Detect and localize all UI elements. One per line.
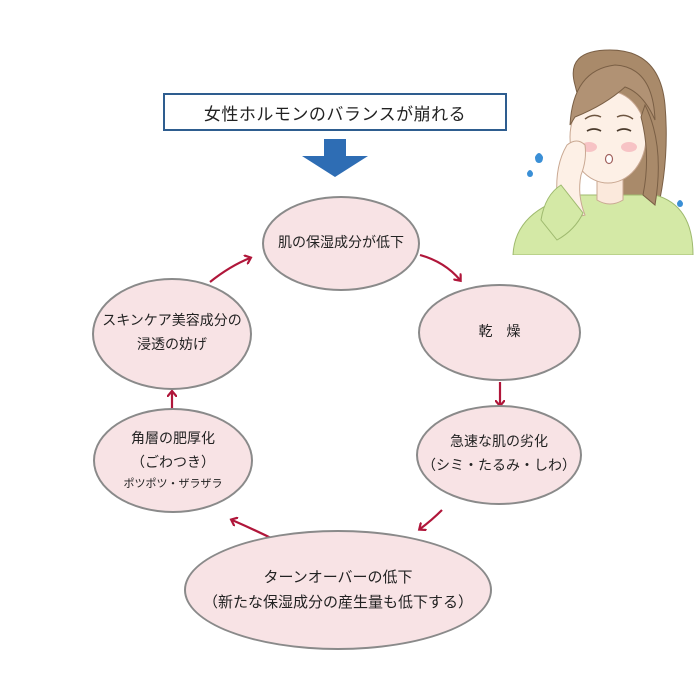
node-label: スキンケア美容成分の xyxy=(102,313,242,330)
arrow-node3-to-node4 xyxy=(420,509,443,529)
node-note: ポツポツ・ザラザラ xyxy=(123,477,223,491)
node-sublabel: 浸透の妨げ xyxy=(137,337,207,353)
node-label: 肌の保湿成分が低下 xyxy=(278,234,404,251)
node-label: 急速な肌の劣化 xyxy=(450,434,548,451)
worried-woman-illustration xyxy=(512,49,694,255)
cycle-node-penetration-block: スキンケア美容成分の 浸透の妨げ xyxy=(92,278,252,390)
header-box: 女性ホルモンのバランスが崩れる xyxy=(163,93,507,131)
node-sublabel: （新たな保湿成分の産生量も低下する） xyxy=(202,593,473,611)
node-sublabel: （ごわつき） xyxy=(131,455,215,472)
cycle-node-turnover-decline: ターンオーバーの低下 （新たな保湿成分の産生量も低下する） xyxy=(184,530,492,650)
node-label: 乾 燥 xyxy=(478,323,521,340)
cycle-node-stratum-thickening: 角層の肥厚化 （ごわつき） ポツポツ・ザラザラ xyxy=(93,408,253,513)
node-label: ターンオーバーの低下 xyxy=(263,567,413,586)
down-arrow-icon xyxy=(302,139,368,177)
cycle-node-dryness: 乾 燥 xyxy=(418,284,581,381)
arrow-node1-to-node2 xyxy=(419,253,460,280)
node-sublabel: （シミ・たるみ・しわ） xyxy=(422,458,576,474)
arrow-node6-to-node1 xyxy=(209,258,250,283)
header-text: 女性ホルモンのバランスが崩れる xyxy=(203,104,467,125)
node-label: 角層の肥厚化 xyxy=(131,431,215,448)
cycle-node-skin-deterioration: 急速な肌の劣化 （シミ・たるみ・しわ） xyxy=(416,405,582,505)
cycle-node-moisture-decline: 肌の保湿成分が低下 xyxy=(262,196,420,291)
